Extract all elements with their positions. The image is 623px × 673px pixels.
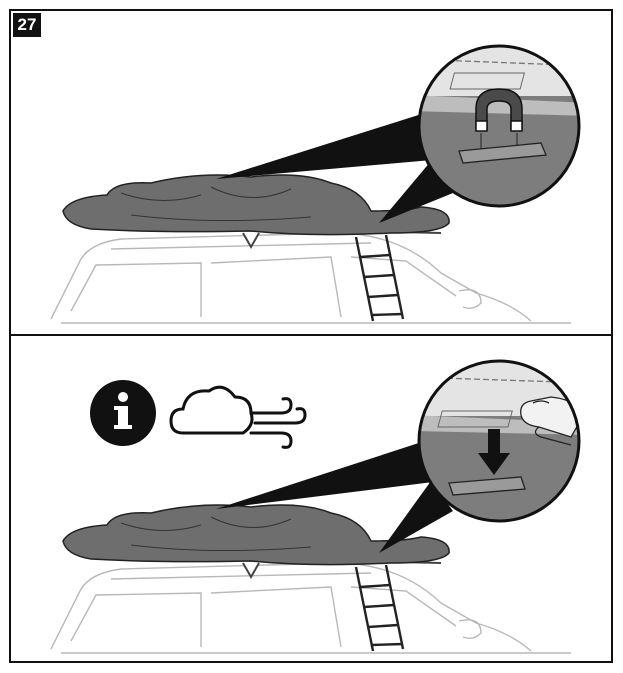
panel-divider [11,334,611,336]
callout-pointer [379,161,453,223]
callout-pointer [216,111,443,179]
car-outline [50,232,571,324]
car-outline [50,562,571,654]
ladder [354,564,405,652]
folded-tent [62,504,450,566]
instruction-page: 27 [9,9,613,663]
cloud-wind-icon [169,385,307,449]
callout-pointer [379,481,453,553]
folded-tent [62,174,450,236]
magnet-icon [475,88,523,132]
step-number: 27 [13,13,41,37]
info-icon [90,380,156,446]
panel-bottom [50,359,581,654]
callout-pointer [216,439,441,509]
panel-top [50,44,581,324]
arrow-down-icon [478,429,510,475]
ladder [354,234,405,322]
